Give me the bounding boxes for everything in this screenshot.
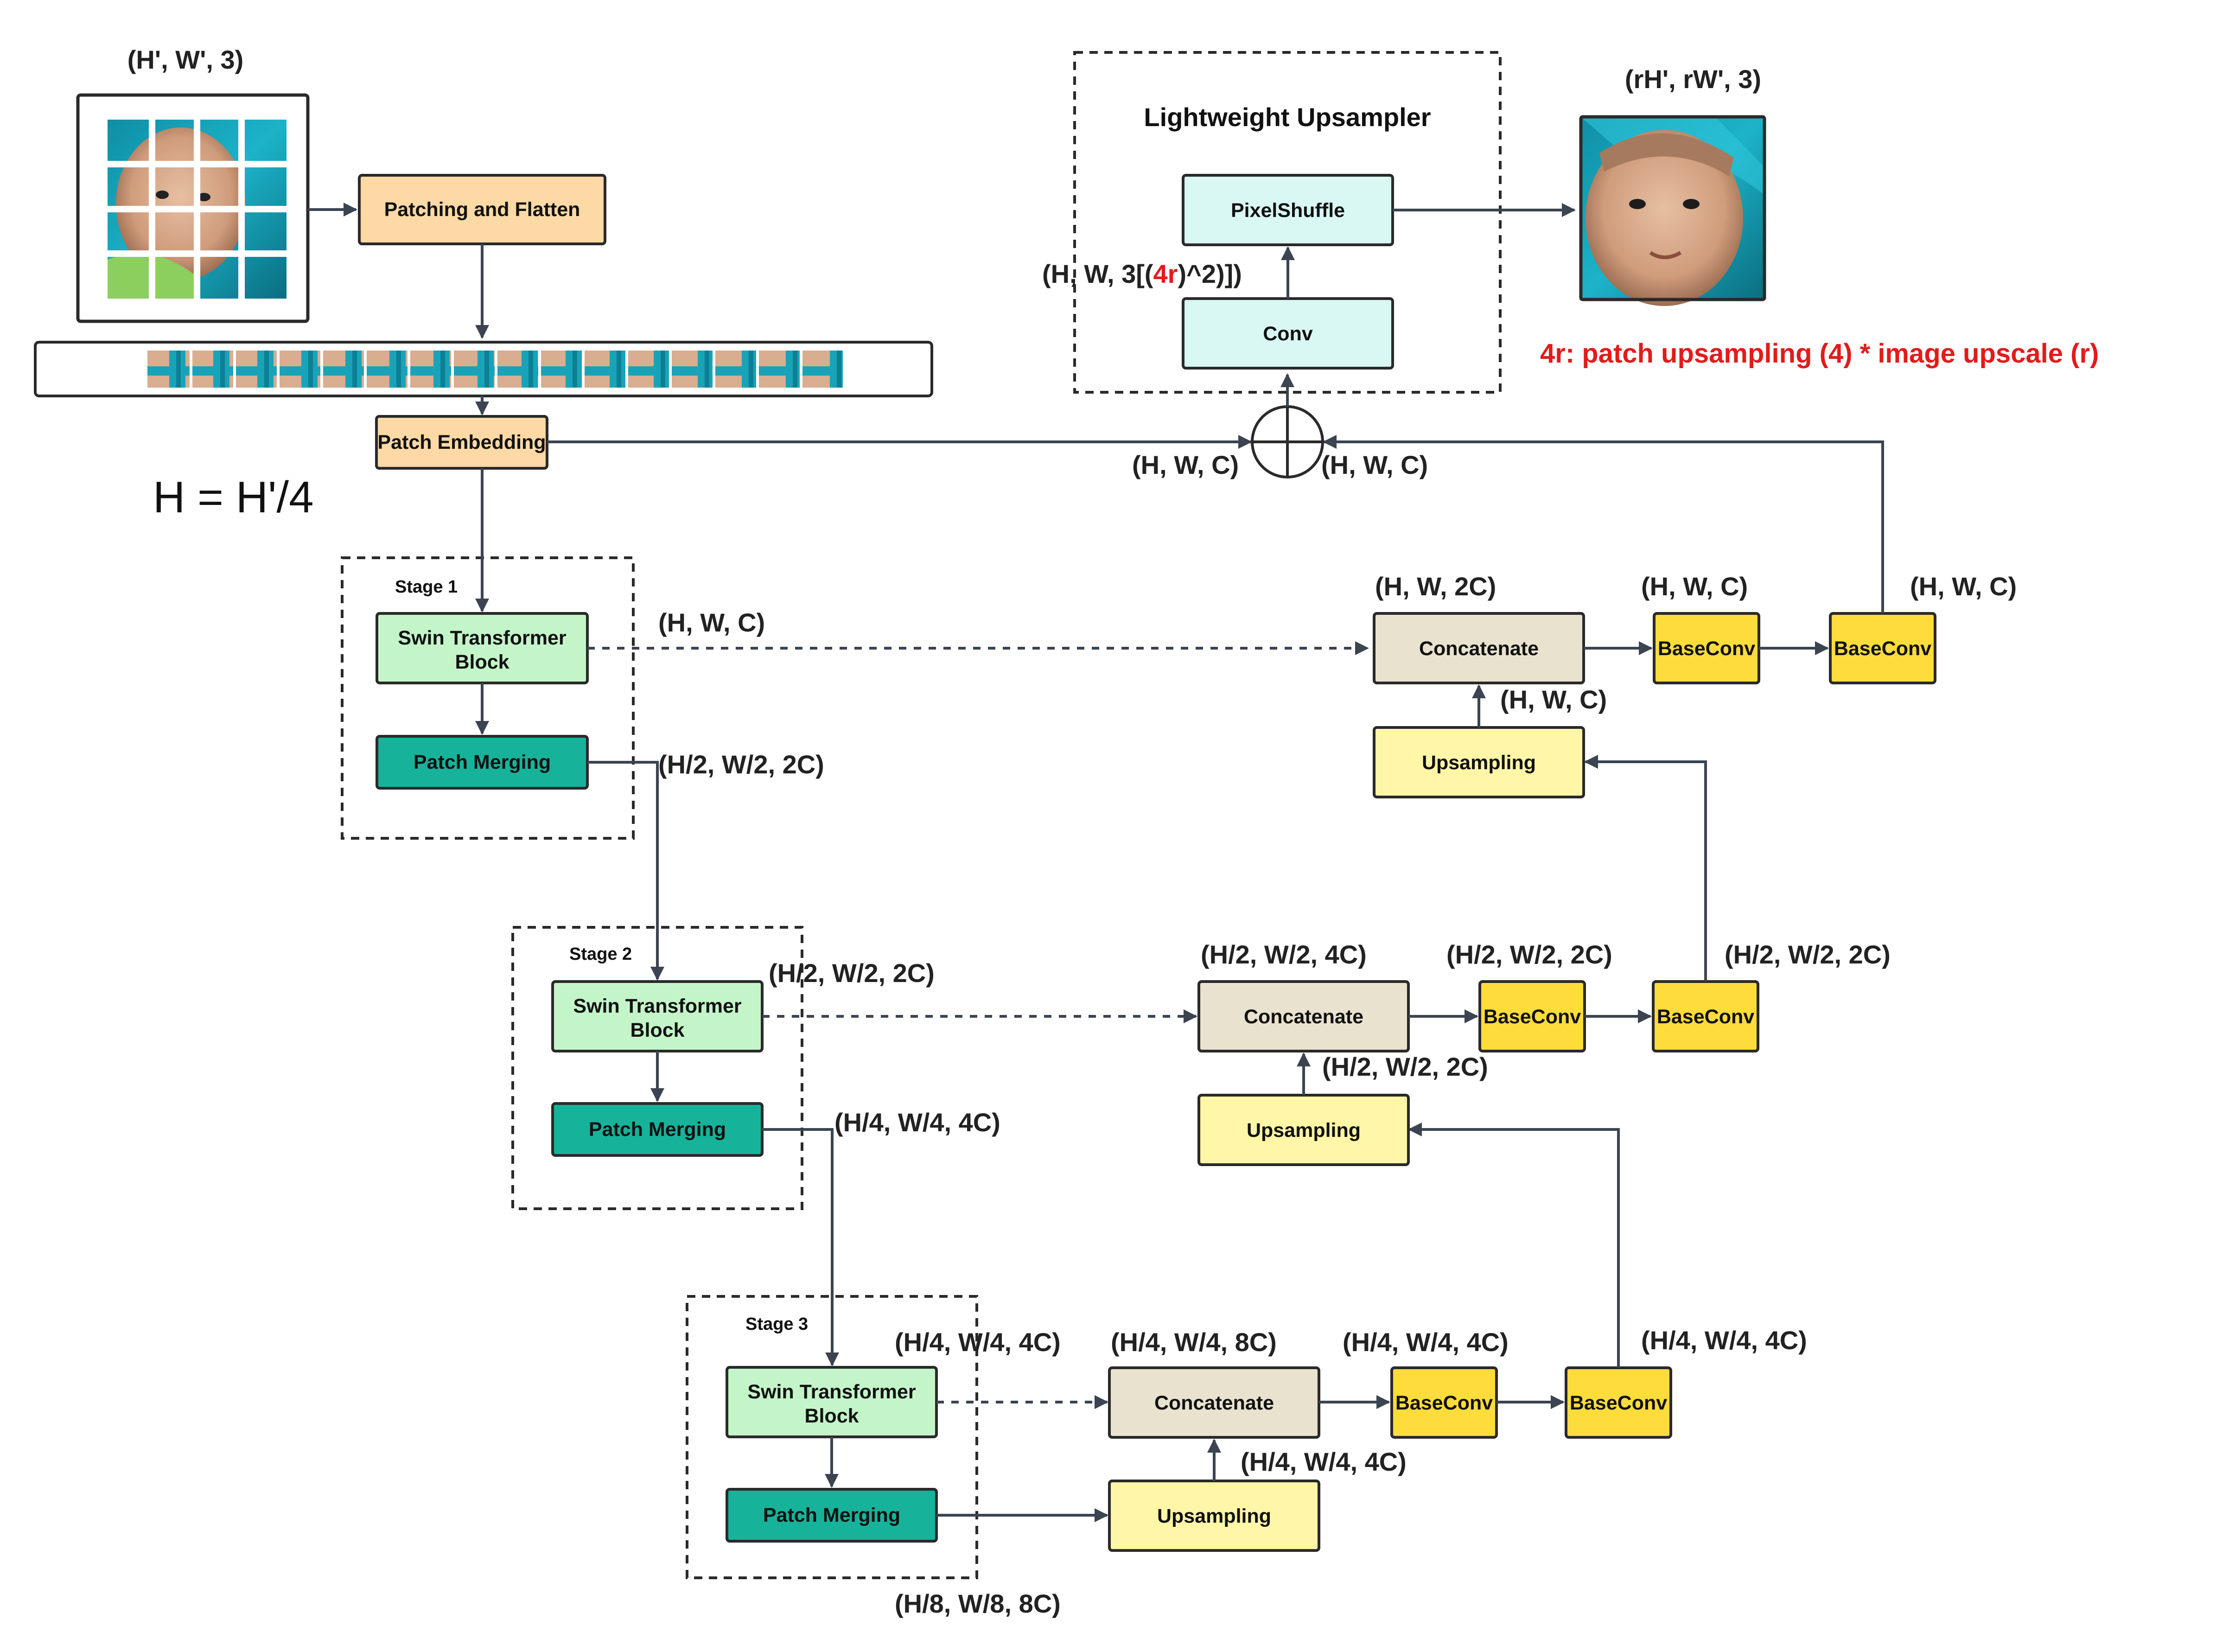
concat-1-shape: (H, W, 2C): [1375, 572, 1496, 601]
stage-1-merge-shape: (H/2, W/2, 2C): [658, 750, 824, 779]
arrow-level2-to-up1: [1584, 755, 1707, 982]
sum-left-shape: (H, W, C): [1132, 450, 1239, 479]
patch-embedding-label: Patch Embedding: [377, 431, 546, 453]
stage-3-merge-shape: (H/8, W/8, 8C): [895, 1589, 1061, 1618]
input-image-patches: [108, 120, 287, 299]
stage-1-container: [341, 556, 635, 840]
baseconv-1a-shape: (H, W, C): [1641, 572, 1748, 601]
stage-1-swin-label-line2: Block: [455, 651, 509, 673]
stage-2-merge-shape: (H/4, W/4, 4C): [834, 1108, 1000, 1137]
stage-2-container: [511, 926, 803, 1210]
sum-right-shape: (H, W, C): [1321, 450, 1428, 479]
baseconv-1b-shape: (H, W, C): [1910, 572, 2017, 601]
baseconv-1b-label: BaseConv: [1834, 638, 1931, 660]
upsampling-2-label: Upsampling: [1247, 1119, 1361, 1142]
patching-and-flatten-label: Patching and Flatten: [384, 198, 580, 221]
stage-3-skip-shape: (H/4, W/4, 4C): [895, 1327, 1061, 1357]
output-shape-label: (rH', rW', 3): [1625, 64, 1761, 94]
stage-1-merge-label: Patch Merging: [414, 751, 551, 773]
stage-2-title: Stage 2: [569, 944, 632, 964]
concat-3-shape: (H/4, W/4, 8C): [1111, 1327, 1277, 1357]
baseconv-3b-label: BaseConv: [1570, 1392, 1667, 1414]
concat-2-label: Concatenate: [1244, 1006, 1363, 1028]
arrow-stage1-to-stage2: [587, 761, 664, 981]
concat-3-label: Concatenate: [1154, 1392, 1274, 1414]
upsampler-shape-suffix: )^2)]): [1178, 259, 1242, 288]
upsampling-1-label: Upsampling: [1422, 752, 1536, 774]
stage-2-merge-label: Patch Merging: [589, 1118, 726, 1141]
stage-3-merge-label: Patch Merging: [763, 1504, 900, 1526]
concat-1-label: Concatenate: [1419, 638, 1539, 660]
stage-3-container: [686, 1295, 978, 1579]
patch-sequence-thumbnails: [147, 351, 843, 388]
stage-1-title: Stage 1: [395, 577, 458, 597]
upsampler-shape-prefix: (H, W, 3[(: [1042, 259, 1153, 288]
input-shape-label: (H', W', 3): [127, 45, 244, 74]
stage-3-swin-label-line1: Swin Transformer: [747, 1381, 916, 1403]
baseconv-2a-shape: (H/2, W/2, 2C): [1446, 940, 1612, 969]
upsampling-1-shape: (H, W, C): [1500, 685, 1607, 714]
upscale-note: 4r: patch upsampling (4) * image upscale…: [1540, 338, 2099, 369]
upsampler-title: Lightweight Upsampler: [1144, 102, 1431, 132]
upsampling-3-label: Upsampling: [1157, 1505, 1271, 1527]
baseconv-3a-label: BaseConv: [1395, 1392, 1493, 1414]
formula-text: H = H'/4: [153, 472, 313, 522]
baseconv-3a-shape: (H/4, W/4, 4C): [1343, 1327, 1509, 1357]
baseconv-2b-label: BaseConv: [1657, 1006, 1754, 1028]
concat-2-shape: (H/2, W/2, 4C): [1201, 940, 1367, 969]
output-image: [1579, 115, 1766, 306]
sum-node: [1251, 405, 1324, 478]
stage-2-swin-label-line2: Block: [630, 1019, 684, 1041]
baseconv-3b-shape: (H/4, W/4, 4C): [1641, 1326, 1807, 1355]
stage-1-swin-label-line1: Swin Transformer: [398, 627, 566, 649]
arrow-level1-to-sum: [1323, 435, 1884, 613]
upsampling-2-shape: (H/2, W/2, 2C): [1322, 1052, 1488, 1081]
baseconv-2a-label: BaseConv: [1484, 1006, 1581, 1028]
baseconv-1a-label: BaseConv: [1658, 638, 1755, 660]
arrow-stage2-to-stage3: [762, 1128, 839, 1366]
stage-3-swin-label-line2: Block: [804, 1405, 859, 1427]
upsampling-3-shape: (H/4, W/4, 4C): [1241, 1447, 1407, 1476]
pixelshuffle-label: PixelShuffle: [1231, 199, 1345, 222]
upsampler-container: [1073, 51, 1502, 394]
stage-3-title: Stage 3: [745, 1314, 808, 1334]
stage-2-swin-label-line1: Swin Transformer: [573, 995, 741, 1017]
stage-1-skip-shape: (H, W, C): [658, 608, 765, 637]
conv-label: Conv: [1263, 323, 1313, 345]
upsampler-shape-red: 4r: [1153, 259, 1178, 288]
arrow-level3-to-up2: [1408, 1123, 1620, 1368]
stage-2-skip-shape: (H/2, W/2, 2C): [769, 958, 935, 988]
upsampler-shape-label: (H, W, 3[(4r)^2)]): [1042, 259, 1242, 288]
baseconv-2b-shape: (H/2, W/2, 2C): [1725, 940, 1891, 969]
